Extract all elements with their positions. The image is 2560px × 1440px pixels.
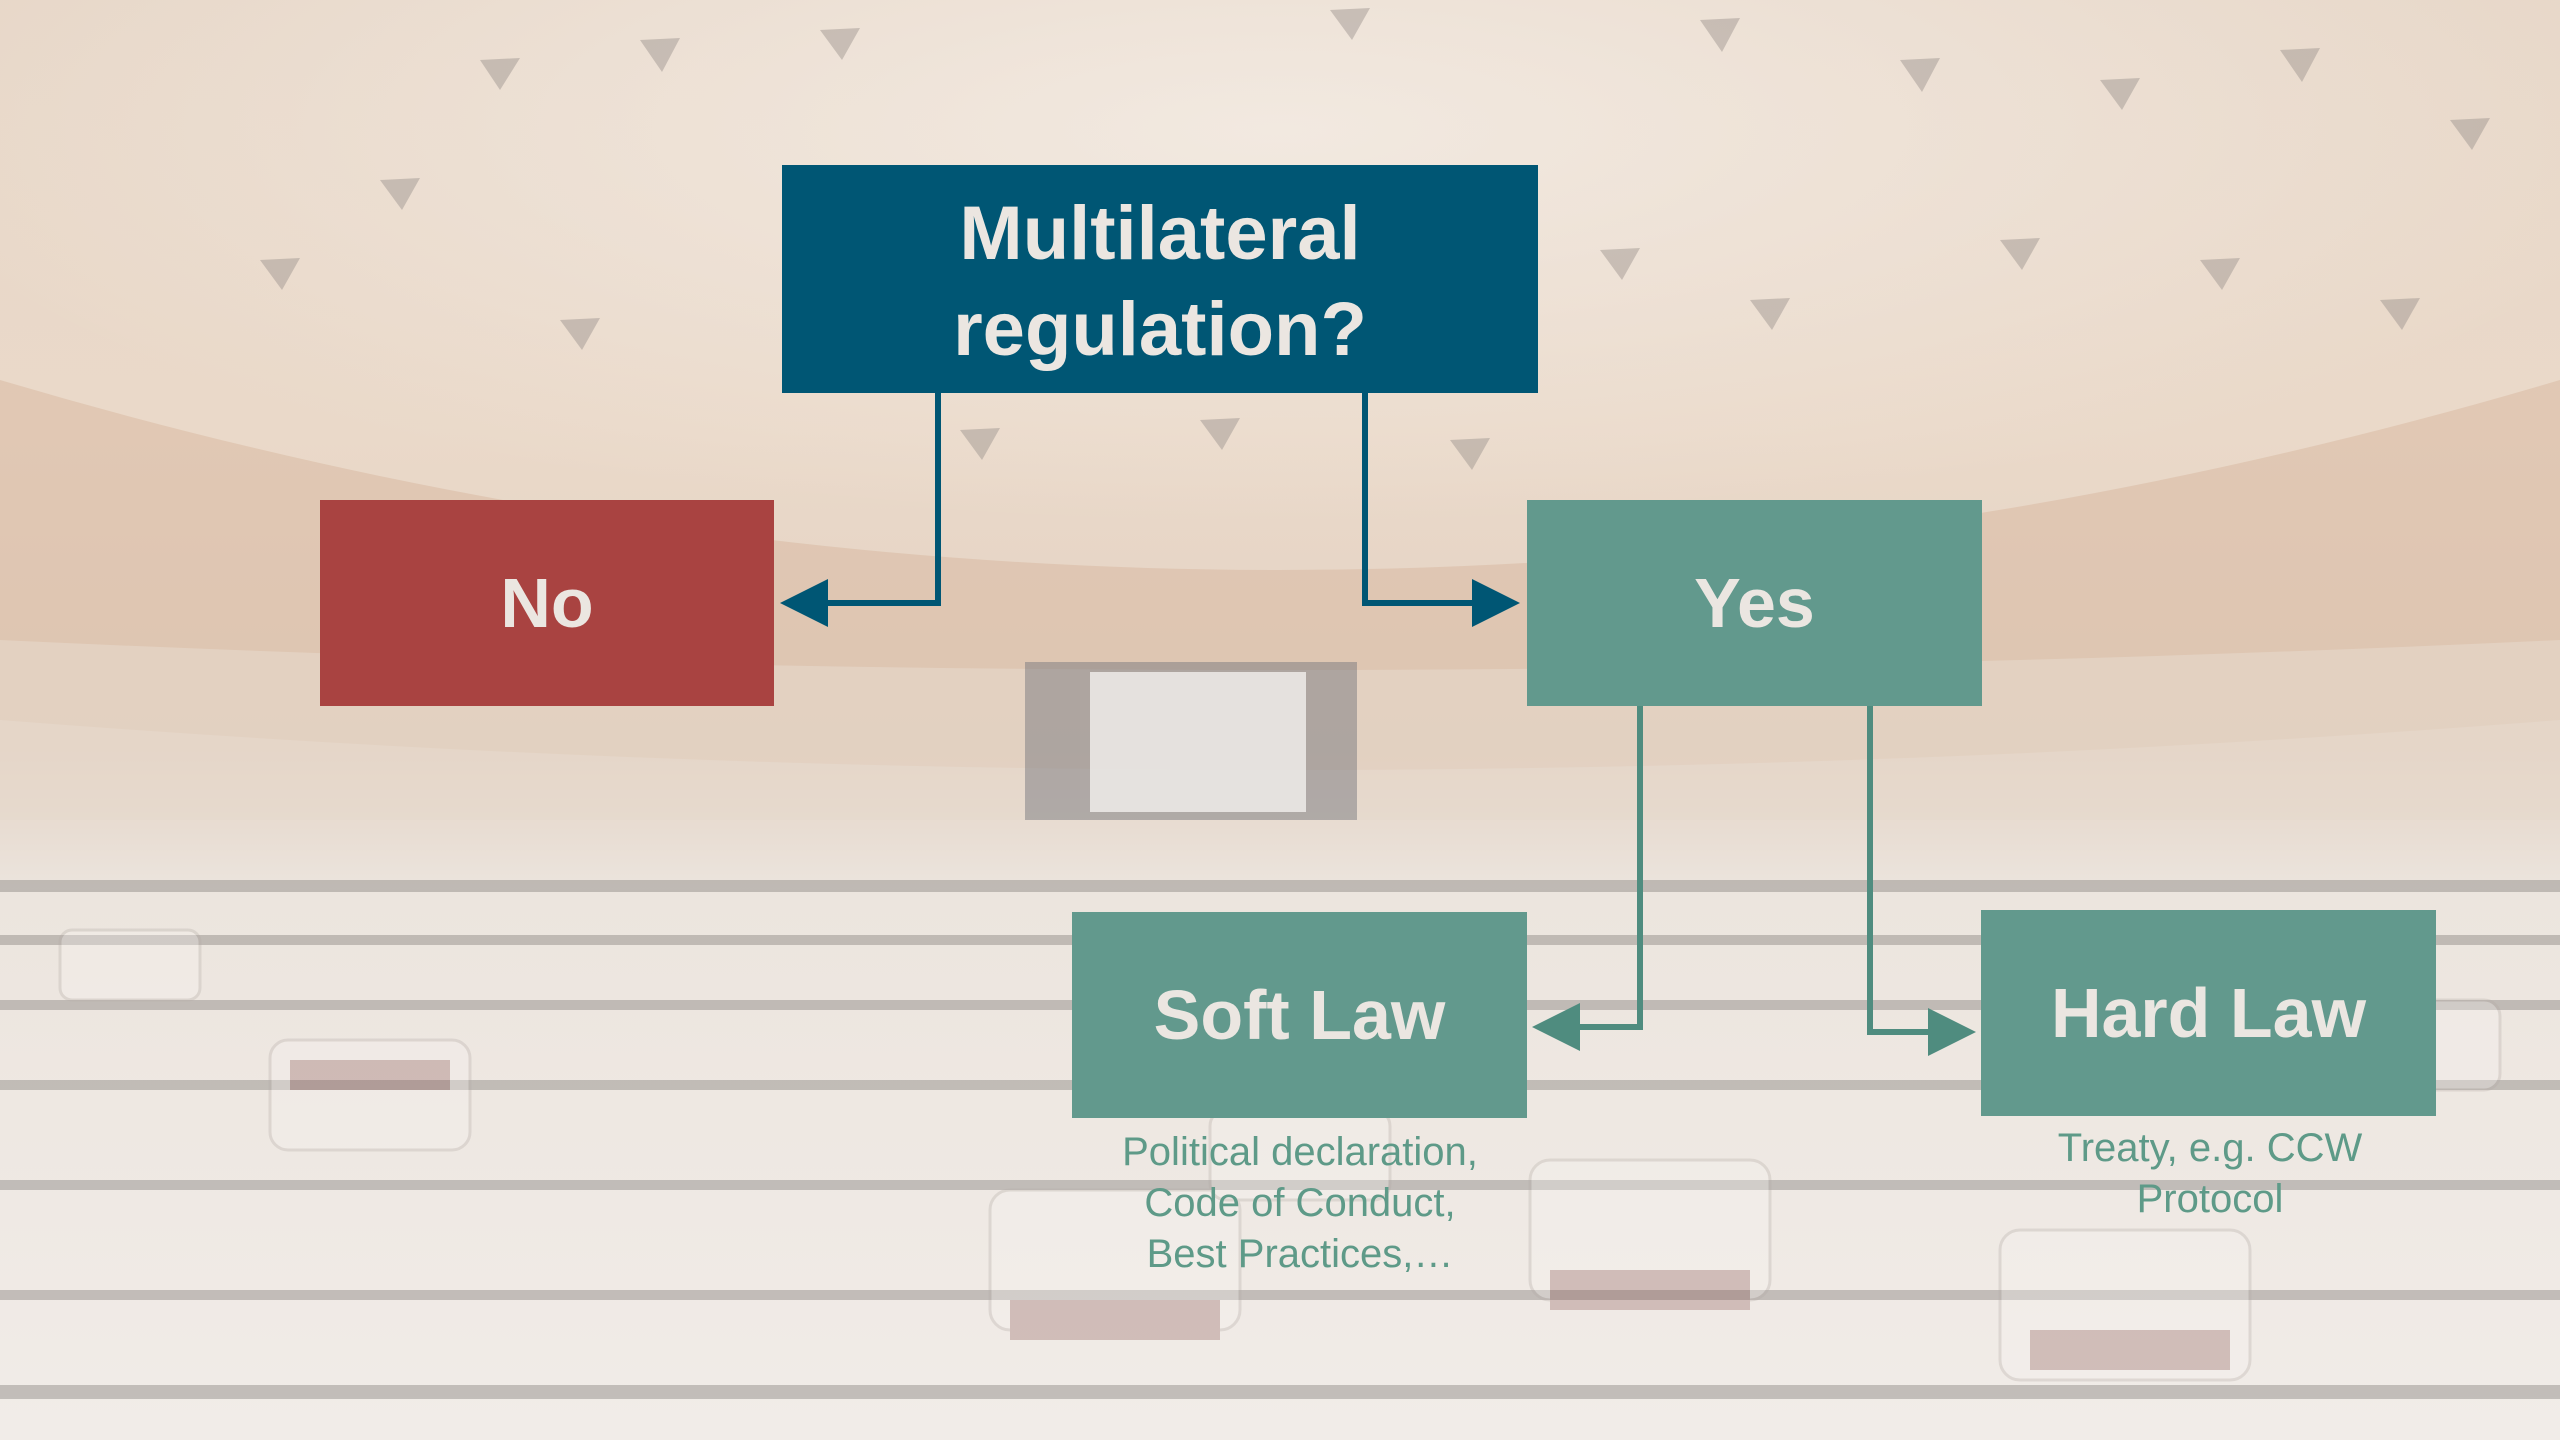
no-label: No — [500, 564, 594, 642]
question-text: Multilateral regulation? — [953, 191, 1367, 372]
no-box: No — [320, 500, 774, 706]
yes-label: Yes — [1694, 564, 1815, 642]
hard-law-box: Hard Law — [1981, 910, 2436, 1116]
soft-law-caption: Political declaration, Code of Conduct, … — [1122, 1130, 1478, 1276]
soft-law-box: Soft Law — [1072, 912, 1527, 1118]
yes-box: Yes — [1527, 500, 1982, 706]
hard-law-caption: Treaty, e.g. CCW Protocol — [2057, 1126, 2363, 1221]
hard-law-label: Hard Law — [2050, 974, 2367, 1052]
question-box: Multilateral regulation? — [782, 165, 1538, 393]
soft-law-label: Soft Law — [1153, 976, 1446, 1054]
